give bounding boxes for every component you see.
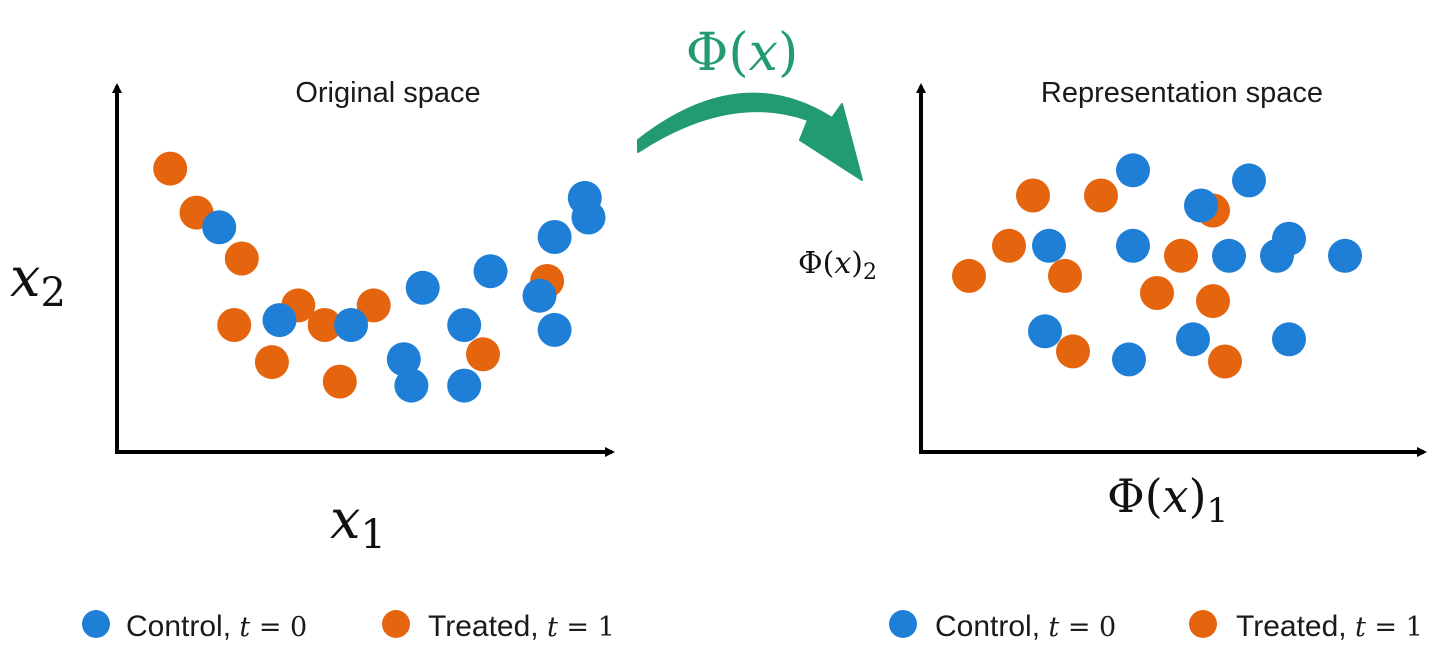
left-control-point: [473, 254, 508, 289]
left-control-point: [405, 270, 440, 305]
right-control-point: [1272, 322, 1306, 357]
left-treated-point: [254, 345, 289, 380]
transform-mapping: Φ(x): [637, 23, 863, 181]
left-control-point: [571, 200, 606, 235]
legend-left-control-entry: Control, t = 0: [126, 610, 307, 643]
left-treated-point: [322, 364, 357, 399]
right-control-point: [1176, 322, 1210, 357]
left-control-point: [394, 368, 429, 403]
right-y-axis-label: Φ(x)2: [798, 246, 877, 285]
legend-right: Control, t = 0 Treated, t = 1: [889, 610, 1423, 643]
left-control-point: [537, 312, 572, 347]
left-panel: Original space x2 x1: [10, 77, 615, 558]
right-treated-point: [1048, 258, 1082, 293]
left-treated-point: [217, 308, 252, 342]
right-control-point: [1032, 228, 1066, 263]
left-control-point: [537, 220, 572, 254]
right-panel-title: Representation space: [1041, 77, 1323, 109]
left-treated-point: [466, 337, 500, 372]
legend-left-treated-marker: [382, 610, 410, 638]
left-panel-title: Original space: [295, 77, 480, 109]
legend-left-control-marker: [82, 610, 110, 638]
right-treated-point: [992, 228, 1026, 263]
right-panel: Representation space Φ(x)2 Φ(x)1: [798, 77, 1427, 531]
left-x-axis-label: x1: [330, 488, 386, 558]
legend-right-control-marker: [889, 610, 917, 638]
right-treated-point: [1016, 178, 1050, 213]
left-control-point: [334, 308, 369, 342]
legend-right-control-entry: Control, t = 0: [935, 610, 1116, 643]
right-control-point: [1116, 153, 1150, 188]
right-control-point: [1184, 188, 1218, 223]
transform-arrow: [637, 92, 863, 181]
right-treated-point: [1140, 276, 1174, 310]
right-treated-point: [1084, 178, 1118, 213]
left-treated-point: [356, 288, 391, 323]
left-control-point: [386, 342, 421, 377]
right-control-point: [1112, 342, 1146, 377]
legend-right-treated-marker: [1189, 610, 1217, 638]
left-scatter-points: [153, 151, 606, 403]
right-treated-point: [1208, 344, 1242, 379]
left-treated-point: [153, 151, 188, 186]
right-scatter-points: [952, 153, 1362, 379]
right-control-point: [1028, 314, 1062, 349]
right-control-point: [1272, 221, 1306, 256]
right-treated-point: [1196, 284, 1230, 319]
right-control-point: [1116, 228, 1150, 263]
legend-right-treated-entry: Treated, t = 1: [1236, 610, 1423, 643]
legend-left-treated-entry: Treated, t = 1: [428, 610, 615, 643]
right-control-point: [1328, 238, 1362, 273]
transform-label: Φ(x): [686, 23, 799, 83]
left-treated-point: [307, 308, 342, 342]
left-control-point: [447, 368, 482, 403]
left-control-point: [202, 210, 237, 245]
right-treated-point: [952, 258, 986, 293]
right-treated-point: [1164, 238, 1198, 273]
left-control-point: [522, 278, 557, 313]
right-treated-point: [1056, 334, 1090, 369]
left-control-point: [447, 308, 482, 342]
right-control-point: [1212, 238, 1246, 273]
left-y-axis-label: x2: [10, 246, 66, 316]
right-control-point: [1232, 163, 1266, 198]
right-x-axis-label: Φ(x)1: [1107, 469, 1228, 531]
left-treated-point: [224, 241, 259, 276]
legend-left: Control, t = 0 Treated, t = 1: [82, 610, 615, 643]
left-control-point: [262, 303, 297, 338]
